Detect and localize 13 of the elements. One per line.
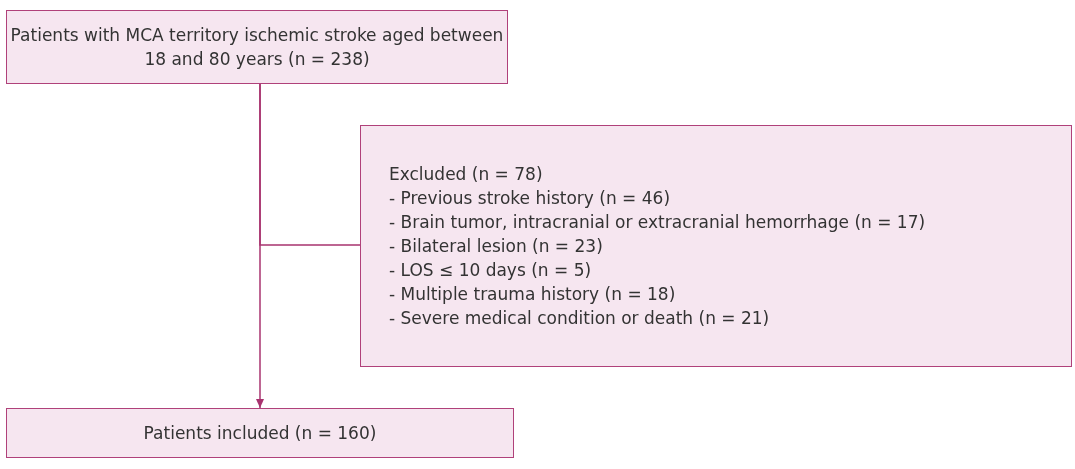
box-text: Patients included (n = 160) <box>143 422 377 445</box>
box-text: - Severe medical condition or death (n = 21) <box>389 307 770 330</box>
box-text: - LOS ≤ 10 days (n = 5) <box>389 259 592 282</box>
box-text: - Previous stroke history (n = 46) <box>389 187 671 210</box>
process-box <box>6 10 508 84</box>
box-text: Excluded (n = 78) <box>389 163 543 186</box>
box-text: - Multiple trauma history (n = 18) <box>389 283 676 306</box>
process-box <box>360 125 1072 367</box>
box-text: Patients with MCA territory ischemic stroke aged between 18 and 80 years (n = 238) <box>9 24 505 71</box>
box-text: - Brain tumor, intracranial or extracranial hemorrhage (n = 17) <box>389 211 926 234</box>
box-text: - Bilateral lesion (n = 23) <box>389 235 603 258</box>
connector-line <box>259 83 361 246</box>
process-box <box>6 408 514 458</box>
